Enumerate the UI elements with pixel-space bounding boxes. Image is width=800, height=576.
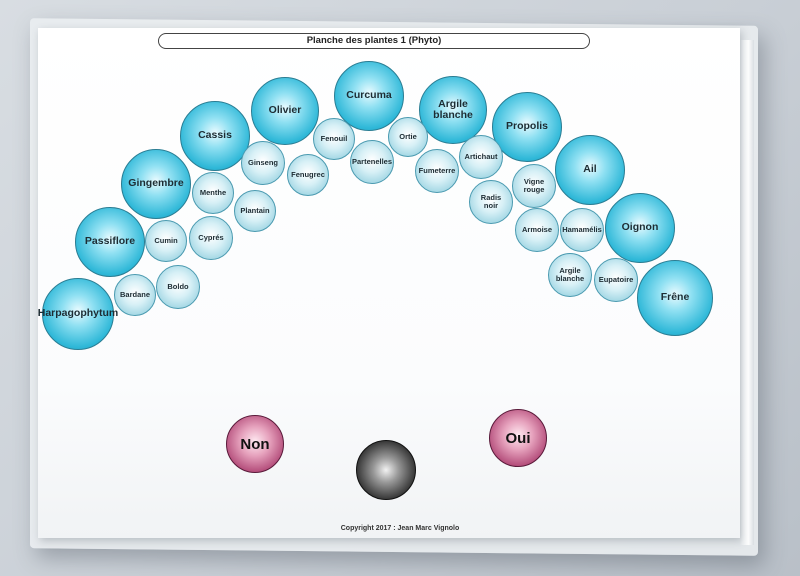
- plant-bubble-ortie[interactable]: Ortie: [388, 117, 428, 157]
- plant-bubble-fumeterre[interactable]: Fumeterre: [415, 149, 459, 193]
- sheet-title: Planche des plantes 1 (Phyto): [158, 33, 590, 49]
- plant-bubble-curcuma[interactable]: Curcuma: [334, 61, 404, 131]
- plant-bubble-oignon[interactable]: Oignon: [605, 193, 675, 263]
- plant-bubble-propolis[interactable]: Propolis: [492, 92, 562, 162]
- plant-bubble-frene[interactable]: Frêne: [637, 260, 713, 336]
- copyright-text: Copyright 2017 : Jean Marc Vignolo: [340, 525, 460, 532]
- plant-bubble-gingembre[interactable]: Gingembre: [121, 149, 191, 219]
- plant-bubble-argile-blanche-1[interactable]: Argile blanche: [419, 76, 487, 144]
- plant-bubble-argile-blanche-2[interactable]: Argile blanche: [548, 253, 592, 297]
- plant-bubble-boldo[interactable]: Boldo: [156, 265, 200, 309]
- non-answer-button[interactable]: Non: [226, 415, 284, 473]
- plant-bubble-artichaut[interactable]: Artichaut: [459, 135, 503, 179]
- plant-bubble-passiflore[interactable]: Passiflore: [75, 207, 145, 277]
- plant-bubble-vigne-rouge[interactable]: Vigne rouge: [512, 164, 556, 208]
- plant-bubble-menthe[interactable]: Menthe: [192, 172, 234, 214]
- plant-bubble-hamamelis[interactable]: Hamamélis: [560, 208, 604, 252]
- plant-bubble-cassis[interactable]: Cassis: [180, 101, 250, 171]
- plant-bubble-olivier[interactable]: Olivier: [251, 77, 319, 145]
- plant-bubble-partenelles[interactable]: Partenelles: [350, 140, 394, 184]
- plastic-sleeve-edge: [740, 40, 754, 545]
- plant-bubble-cypres[interactable]: Cyprés: [189, 216, 233, 260]
- oui-answer-button[interactable]: Oui: [489, 409, 547, 467]
- plant-bubble-bardane[interactable]: Bardane: [114, 274, 156, 316]
- plant-bubble-radis-noir[interactable]: Radis noir: [469, 180, 513, 224]
- plant-bubble-plantain[interactable]: Plantain: [234, 190, 276, 232]
- plant-bubble-eupatoire[interactable]: Eupatoire: [594, 258, 638, 302]
- plant-bubble-harpagophytum[interactable]: Harpagophytum: [38, 278, 118, 350]
- plant-bubble-armoise[interactable]: Armoise: [515, 208, 559, 252]
- plant-bubble-cumin[interactable]: Cumin: [145, 220, 187, 262]
- plant-bubble-fenouil[interactable]: Fenouil: [313, 118, 355, 160]
- plant-bubble-ginseng[interactable]: Ginseng: [241, 141, 285, 185]
- plant-bubble-fenugrec[interactable]: Fenugrec: [287, 154, 329, 196]
- pendulum-center-ball: [356, 440, 416, 500]
- plant-bubble-ail[interactable]: Ail: [555, 135, 625, 205]
